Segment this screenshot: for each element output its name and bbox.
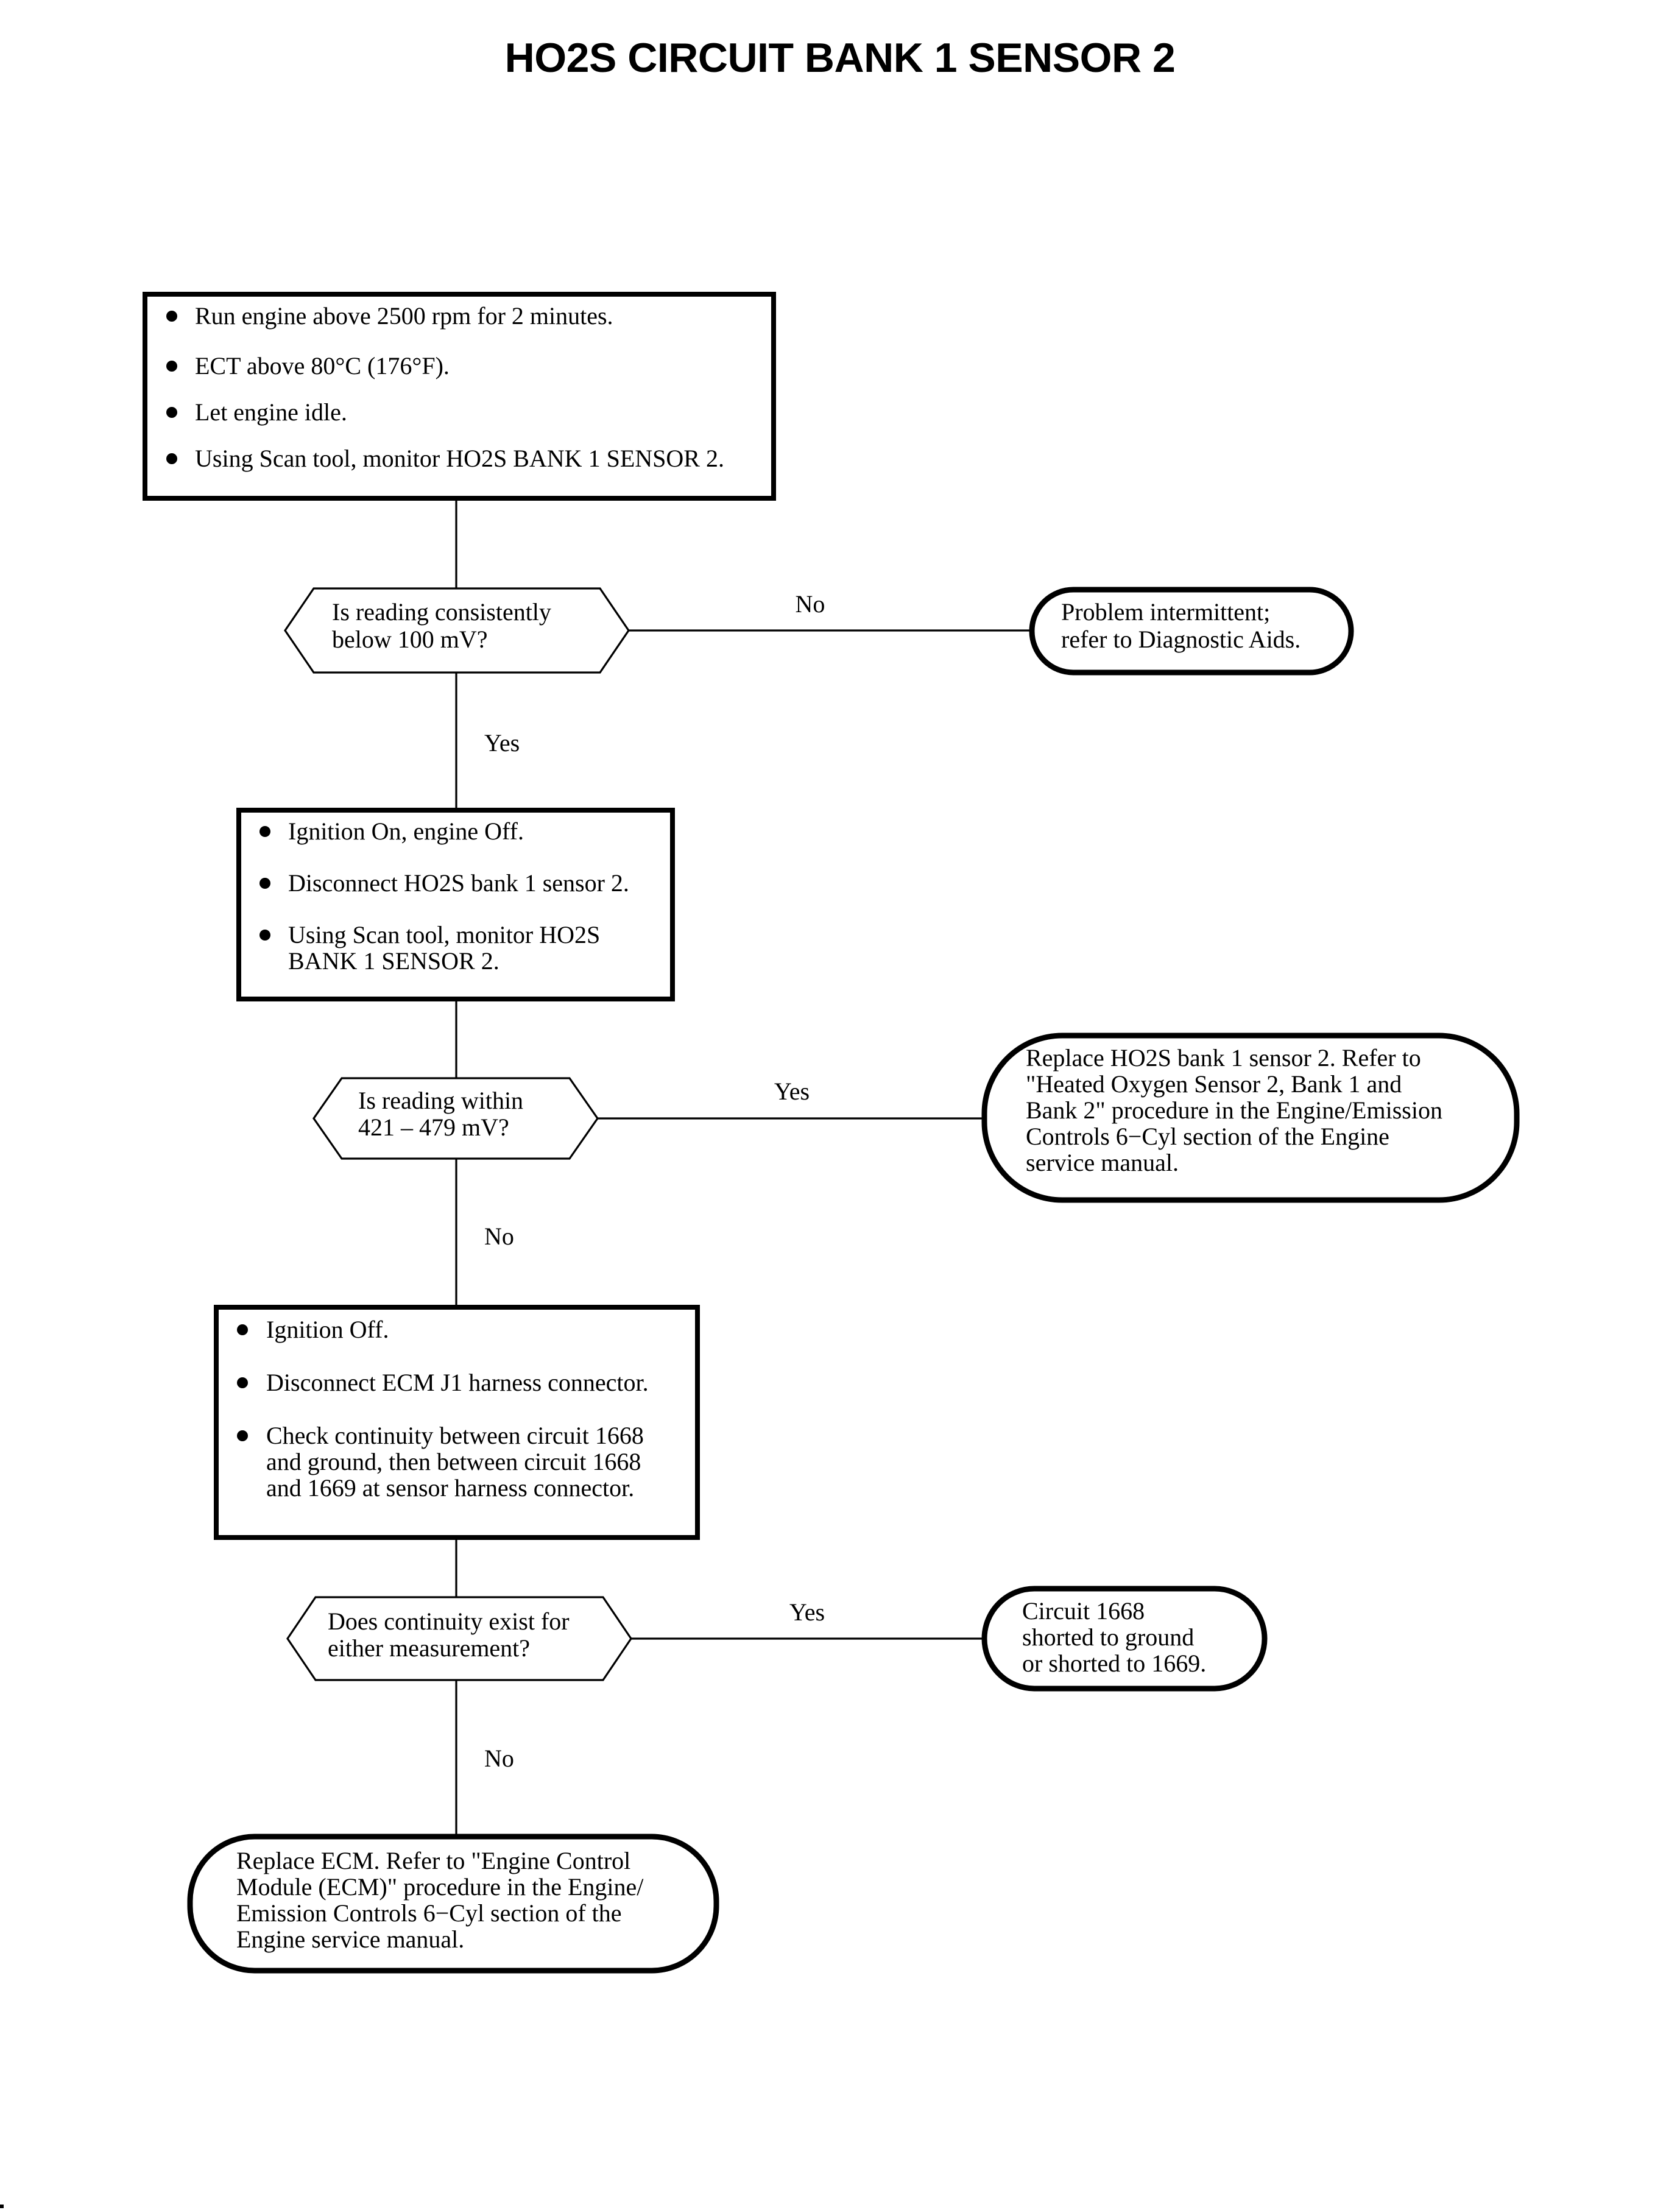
result2-terminator (981, 1033, 1520, 1203)
result2-line-0: Replace HO2S bank 1 sensor 2. Refer to (1026, 1044, 1421, 1071)
node-decision-3[interactable]: Does continuity exist for either measure… (286, 1596, 632, 1681)
bullet-icon (259, 930, 270, 941)
result3-line-1: shorted to ground (1022, 1623, 1194, 1651)
result2-line-2: Bank 2" procedure in the Engine/Emission (1026, 1096, 1442, 1124)
decision2-hexagon (312, 1077, 599, 1160)
node-result-2[interactable]: Replace HO2S bank 1 sensor 2. Refer to "… (981, 1033, 1520, 1203)
bullet-icon (166, 311, 177, 322)
node-result-3[interactable]: Circuit 1668 shorted to ground or shorte… (981, 1586, 1268, 1692)
decision3-hexagon (286, 1596, 632, 1681)
result3-line-2: or shorted to 1669. (1022, 1650, 1206, 1677)
node-step-2[interactable]: Ignition On, engine Off. Disconnect HO2S… (236, 808, 675, 1001)
result4-terminator (187, 1834, 719, 1974)
result1-line-1: refer to Diagnostic Aids. (1061, 626, 1301, 653)
decision2-no-label: No (484, 1223, 514, 1250)
bullet-icon (259, 878, 270, 889)
step3-bullet-2b: and ground, then between circuit 1668 (266, 1448, 641, 1475)
decision2-yes-label: Yes (774, 1078, 810, 1105)
node-result-1[interactable]: Problem intermittent; refer to Diagnosti… (1029, 587, 1354, 676)
connector-group (455, 498, 1032, 1837)
result4-line-0: Replace ECM. Refer to "Engine Control (236, 1847, 630, 1874)
step2-bullet-2a: Using Scan tool, monitor HO2S (288, 921, 600, 948)
bullet-icon (237, 1324, 248, 1335)
result3-terminator (981, 1586, 1268, 1692)
result4-line-3: Engine service manual. (236, 1926, 464, 1953)
result2-line-1: "Heated Oxygen Sensor 2, Bank 1 and (1026, 1070, 1402, 1098)
result3-line-0: Circuit 1668 (1022, 1597, 1145, 1625)
decision1-yes-label: Yes (484, 729, 520, 757)
step2-bullet-2b: BANK 1 SENSOR 2. (288, 947, 499, 975)
bullet-icon (237, 1377, 248, 1388)
bullet-icon (166, 453, 177, 464)
node-step-3[interactable]: Ignition Off. Disconnect ECM J1 harness … (214, 1305, 700, 1540)
step3-bullet-2c: and 1669 at sensor harness connector. (266, 1474, 634, 1502)
decision3-no-label: No (484, 1745, 514, 1772)
node-decision-2[interactable]: Is reading within 421 – 479 mV? (312, 1077, 599, 1160)
decision3-yes-label: Yes (789, 1598, 825, 1626)
step1-bullet-3: Using Scan tool, monitor HO2S BANK 1 SEN… (195, 445, 724, 472)
decision3-line-0: Does continuity exist for (328, 1608, 570, 1635)
bullet-icon (166, 361, 177, 372)
decision2-line-1: 421 – 479 mV? (358, 1114, 509, 1141)
node-decision-1[interactable]: Is reading consistently below 100 mV? (284, 587, 630, 674)
result1-terminator (1029, 587, 1354, 676)
result2-line-4: service manual. (1026, 1149, 1179, 1176)
decision3-line-1: either measurement? (328, 1634, 530, 1662)
result1-line-0: Problem intermittent; (1061, 598, 1270, 626)
node-result-4[interactable]: Replace ECM. Refer to "Engine Control Mo… (187, 1834, 719, 1974)
decision1-no-label: No (796, 590, 825, 618)
decision1-line-0: Is reading consistently (332, 598, 551, 626)
result4-line-1: Module (ECM)" procedure in the Engine/ (236, 1873, 644, 1901)
step1-bullet-0: Run engine above 2500 rpm for 2 minutes. (195, 302, 613, 330)
bullet-icon (259, 826, 270, 837)
result2-line-3: Controls 6−Cyl section of the Engine (1026, 1123, 1389, 1150)
step3-bullet-2a: Check continuity between circuit 1668 (266, 1422, 644, 1449)
step3-bullet-0: Ignition Off. (266, 1316, 389, 1343)
step3-box (214, 1305, 700, 1540)
step1-bullet-2: Let engine idle. (195, 398, 347, 426)
page-corner-mark (0, 2205, 4, 2208)
step1-bullet-1: ECT above 80°C (176°F). (195, 352, 450, 380)
step3-bullet-1: Disconnect ECM J1 harness connector. (266, 1369, 649, 1396)
decision1-line-1: below 100 mV? (332, 626, 488, 653)
step2-box (236, 808, 675, 1001)
step1-box (143, 292, 776, 501)
bullet-icon (166, 407, 177, 418)
step2-bullet-1: Disconnect HO2S bank 1 sensor 2. (288, 869, 629, 897)
node-step-1[interactable]: Run engine above 2500 rpm for 2 minutes.… (143, 292, 776, 501)
bullet-icon (237, 1430, 248, 1441)
decision2-line-0: Is reading within (358, 1087, 523, 1114)
decision1-hexagon (284, 587, 630, 674)
page-title: HO2S CIRCUIT BANK 1 SENSOR 2 (505, 35, 1176, 81)
result4-line-2: Emission Controls 6−Cyl section of the (236, 1899, 622, 1927)
step2-bullet-0: Ignition On, engine Off. (288, 817, 524, 845)
